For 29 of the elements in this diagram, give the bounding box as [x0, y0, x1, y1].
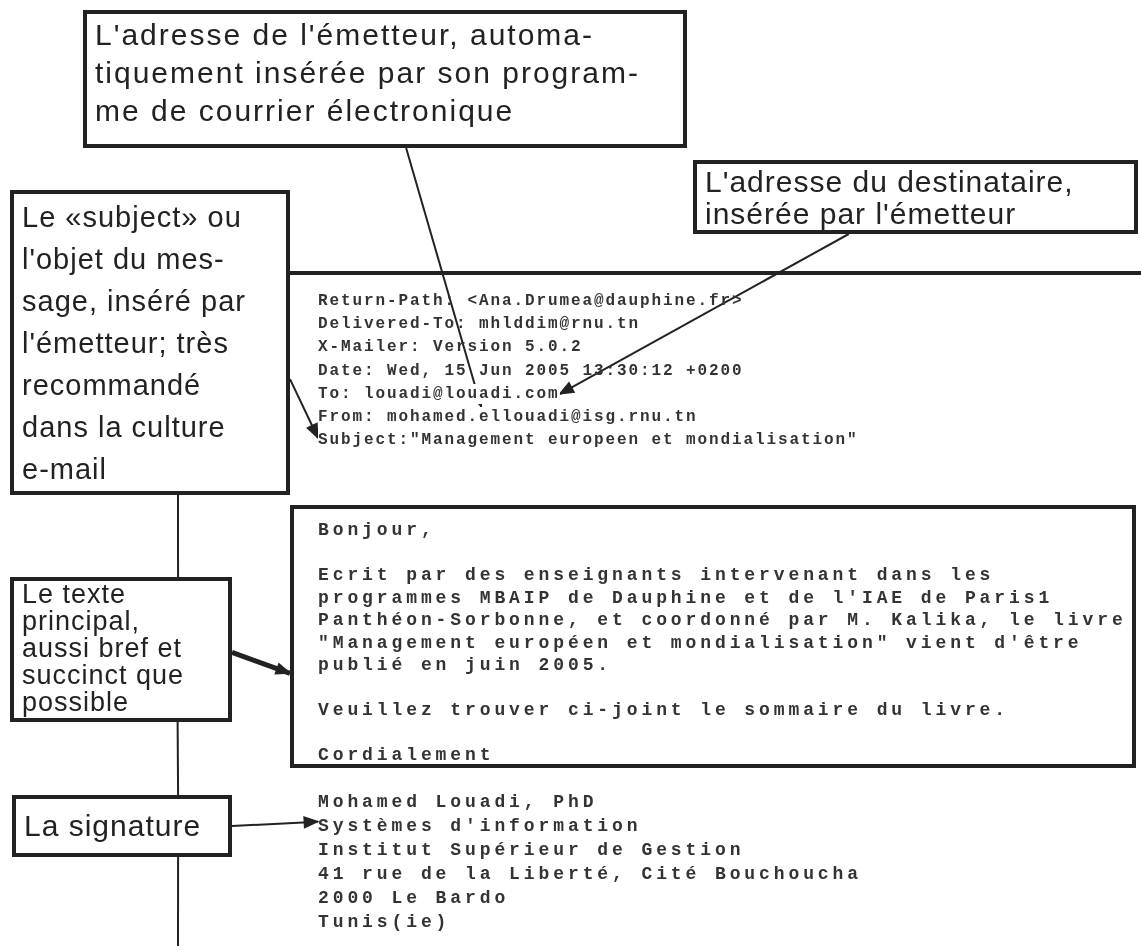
- message-paragraph: Veuillez trouver ci-joint le sommaire du livre.: [318, 699, 1010, 722]
- leader-arrow: [405, 147, 484, 409]
- margin-line: [177, 856, 180, 946]
- signature-line: Institut Supérieur de Gestion: [318, 839, 746, 862]
- callout-text: La signature: [24, 808, 203, 844]
- callout-text: Le texte principal, aussi bref et succinct que possible: [22, 581, 186, 716]
- callout-box: [83, 10, 687, 148]
- message-paragraph: Cordialement: [318, 744, 496, 767]
- leader-arrow: [558, 233, 850, 395]
- callout-text: L'adresse du destinataire, insérée par l'émetteur: [705, 166, 1075, 230]
- callout-box: [12, 795, 232, 857]
- callout-box: [10, 190, 290, 495]
- connector-line: [176, 721, 180, 796]
- callout-text: Le «subject» ou l'objet du mes- sage, inséré par l'émetteur; très recommandé dans la culture e-mail: [22, 200, 247, 487]
- connector-line: [177, 494, 180, 578]
- message-paragraph: Ecrit par des enseignants intervenant dans les programmes MBAIP de Dauphine et de l'IAE de Paris1 Panthéon-Sorbonne, et coordonné par M. Kalika, le livre "Management européen et mondialisation" vient d'être publié en juin 2005.: [318, 564, 1128, 677]
- callout-text: L'adresse de l'émetteur, automa- tiquement insérée par son program- me de courrier électronique: [95, 17, 641, 129]
- message-paragraph: Bonjour,: [318, 519, 437, 542]
- signature-line: Tunis(ie): [318, 911, 452, 934]
- callout-box: [693, 160, 1138, 234]
- leader-arrow: [231, 650, 292, 676]
- signature-line: 41 rue de la Liberté, Cité Bouchoucha: [318, 863, 862, 886]
- signature-line: 2000 Le Bardo: [318, 887, 511, 910]
- leader-arrow: [289, 378, 319, 440]
- callout-box: [10, 577, 232, 722]
- message-body-box: [290, 505, 1136, 768]
- signature-line: Systèmes d'information: [318, 815, 643, 838]
- leader-arrow: [231, 816, 320, 829]
- signature-line: Mohamed Louadi, PhD: [318, 791, 599, 814]
